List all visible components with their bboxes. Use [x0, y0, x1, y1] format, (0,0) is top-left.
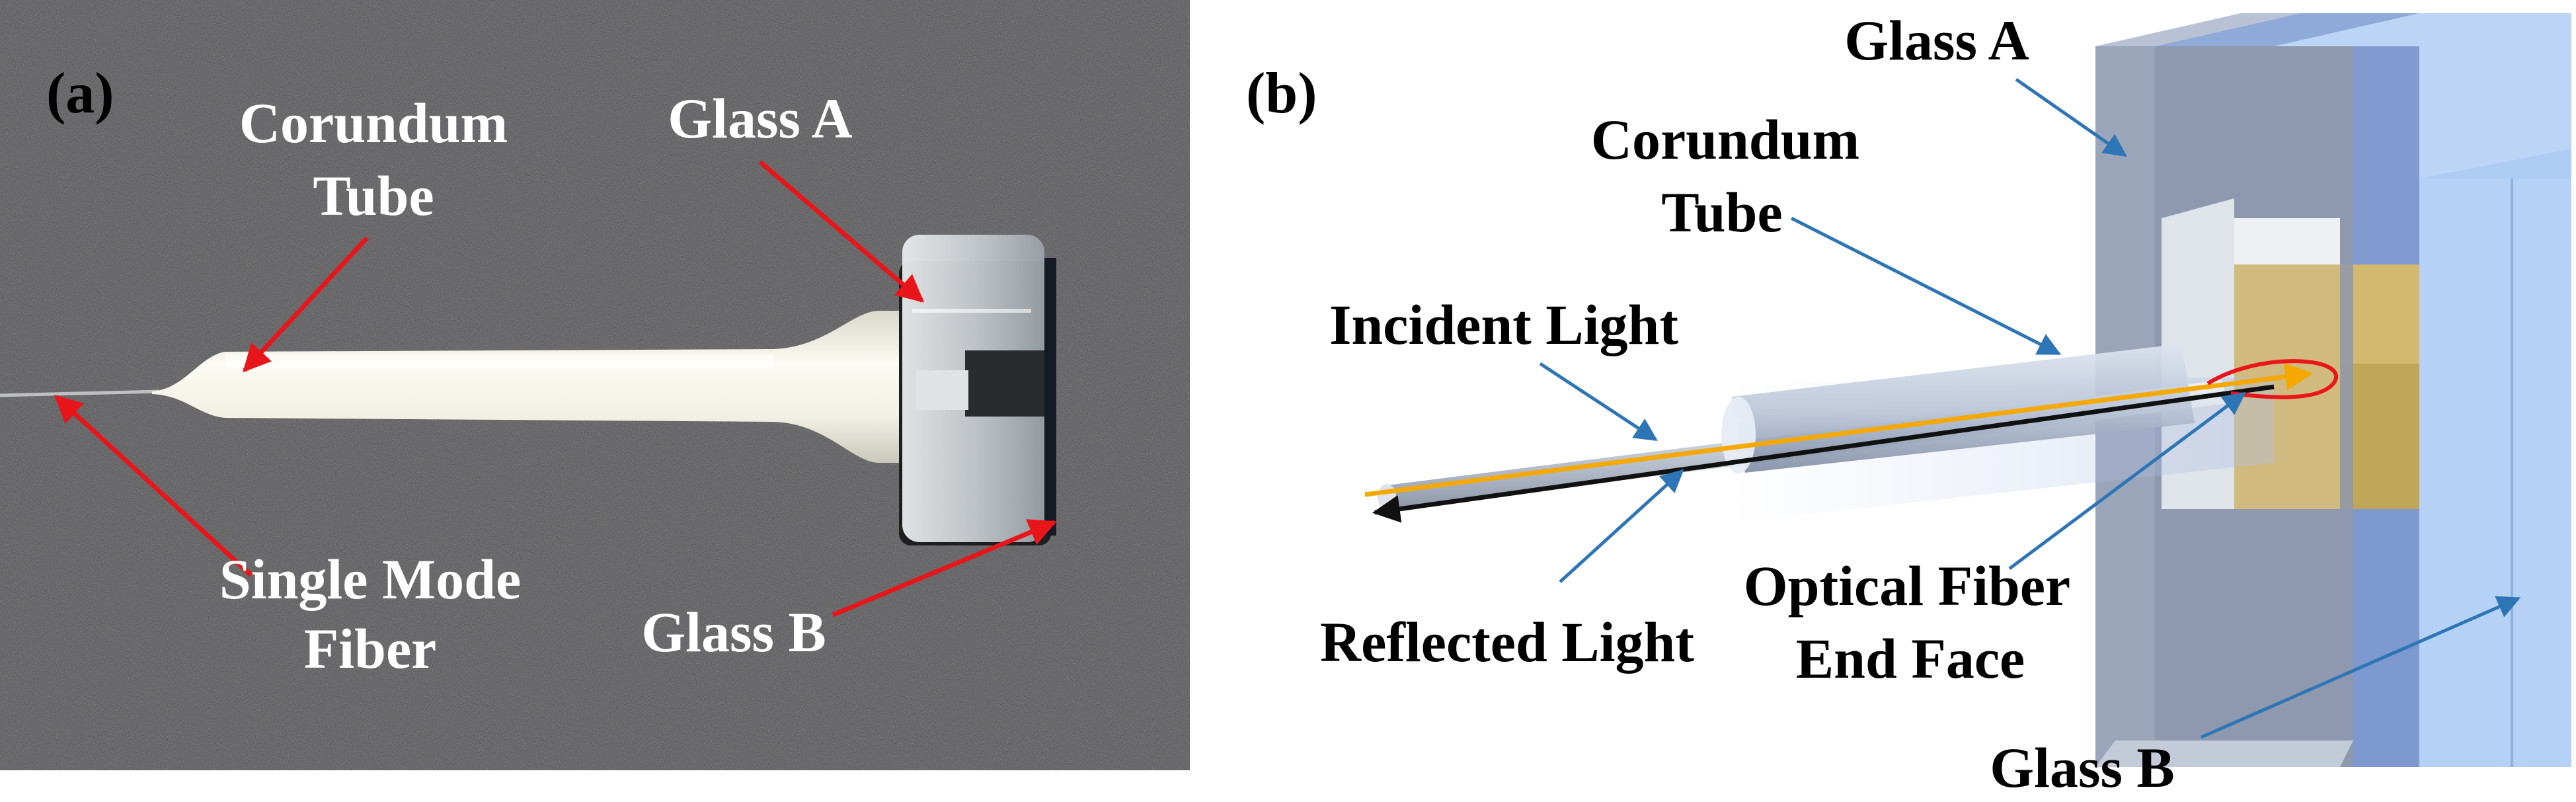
panel-b: (b) Glass A Corundum Tube Incident Light… — [1246, 9, 2571, 799]
arrow-glass-b — [832, 519, 1057, 618]
panel-a: (a) Corundum Tube Glass A Single Mode Fi… — [0, 0, 1190, 770]
incident-light-path — [1364, 362, 2314, 497]
label-b-corundum-1: Corundum — [1591, 108, 1859, 171]
leader-reflected-light — [1559, 469, 1684, 583]
leader-glass-a — [2015, 77, 2127, 157]
single-mode-fiber — [0, 389, 159, 397]
label-a-single-mode-2: Fiber — [304, 617, 437, 680]
label-a-glass-b: Glass B — [641, 600, 826, 664]
label-a-single-mode-1: Single Mode — [219, 547, 521, 611]
arrow-corundum-tube — [243, 236, 369, 373]
tag-b: (b) — [1246, 61, 1317, 126]
tag-a: (a) — [46, 61, 114, 126]
leader-incident-light — [1539, 362, 1658, 442]
reflection-loop — [2206, 359, 2338, 399]
reflected-light-path — [1372, 384, 2275, 523]
label-b-optical-fiber-1: Optical Fiber — [1744, 554, 2070, 618]
leader-glass-b — [2200, 596, 2521, 739]
corundum-sleeve — [1732, 344, 2195, 473]
label-a-corundum-2: Tube — [313, 164, 434, 227]
label-a-corundum-1: Corundum — [239, 91, 508, 155]
glass-b-photo — [1044, 258, 1056, 536]
label-a-glass-a: Glass A — [668, 87, 853, 150]
glass-a-photo — [902, 235, 1051, 542]
label-b-optical-fiber-2: End Face — [1796, 627, 2025, 690]
arrow-glass-a — [758, 160, 925, 303]
leader-corundum-tube — [1790, 216, 2062, 356]
label-b-glass-a: Glass A — [1844, 9, 2029, 72]
arrow-single-mode-fiber — [54, 395, 253, 577]
label-b-glass-b: Glass B — [1990, 736, 2175, 799]
label-b-reflected-light: Reflected Light — [1320, 610, 1694, 674]
leader-optical-fiber — [2008, 391, 2246, 571]
corundum-tube — [152, 311, 899, 463]
label-b-incident-light: Incident Light — [1329, 293, 1678, 356]
label-b-corundum-2: Tube — [1661, 180, 1782, 244]
